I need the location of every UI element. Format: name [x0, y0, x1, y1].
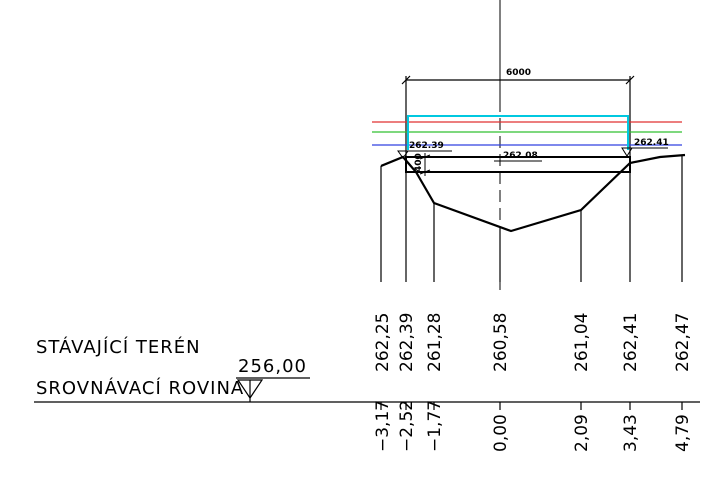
cyan-outline: [407, 115, 629, 150]
offset-label-6: 3,43: [621, 414, 641, 452]
elevation-label-6: 262,41: [621, 313, 641, 372]
spot-elevation-center: 262.08: [503, 151, 538, 161]
elevation-label-4: 260,58: [491, 313, 511, 372]
offset-ticks: [380, 402, 683, 410]
offset-label-2: −2,52: [397, 400, 417, 452]
reference-plane-label: SROVNÁVACÍ ROVINA: [36, 377, 244, 399]
offset-label-5: 2,09: [572, 414, 592, 452]
spot-left-triangle: [397, 150, 409, 159]
offset-label-4: 0,00: [491, 414, 511, 452]
depth-dimension-text: 400: [414, 153, 424, 172]
terrain-line: [380, 153, 686, 233]
spot-right-triangle: [621, 147, 633, 157]
spot-elevation-right: 262.41: [634, 138, 669, 148]
elevation-label-2: 262,39: [397, 313, 417, 372]
elevation-label-3: 261,28: [425, 313, 445, 372]
station-lines: [380, 155, 683, 282]
offset-label-3: −1,77: [425, 400, 445, 452]
elevation-label-5: 261,04: [572, 313, 592, 372]
elevation-label-1: 262,25: [373, 313, 393, 372]
reference-elevation-value: 256,00: [238, 356, 307, 377]
offset-label-1: −3,17: [373, 400, 393, 452]
existing-terrain-label: STÁVAJÍCÍ TERÉN: [36, 336, 201, 358]
elevation-label-7: 262,47: [673, 313, 693, 372]
depth-dim-tick-top: [419, 154, 431, 160]
offset-label-7: 4,79: [673, 414, 693, 452]
offset-labels: −3,17 −2,52 −1,77 0,00 2,09 3,43 4,79: [373, 400, 693, 452]
depth-dim-tick-bottom: [419, 169, 431, 175]
spot-elevation-left: 262.39: [409, 141, 444, 151]
width-dimension-text: 6000: [506, 68, 531, 78]
elevation-labels: 262,25 262,39 261,28 260,58 261,04 262,4…: [373, 313, 693, 372]
